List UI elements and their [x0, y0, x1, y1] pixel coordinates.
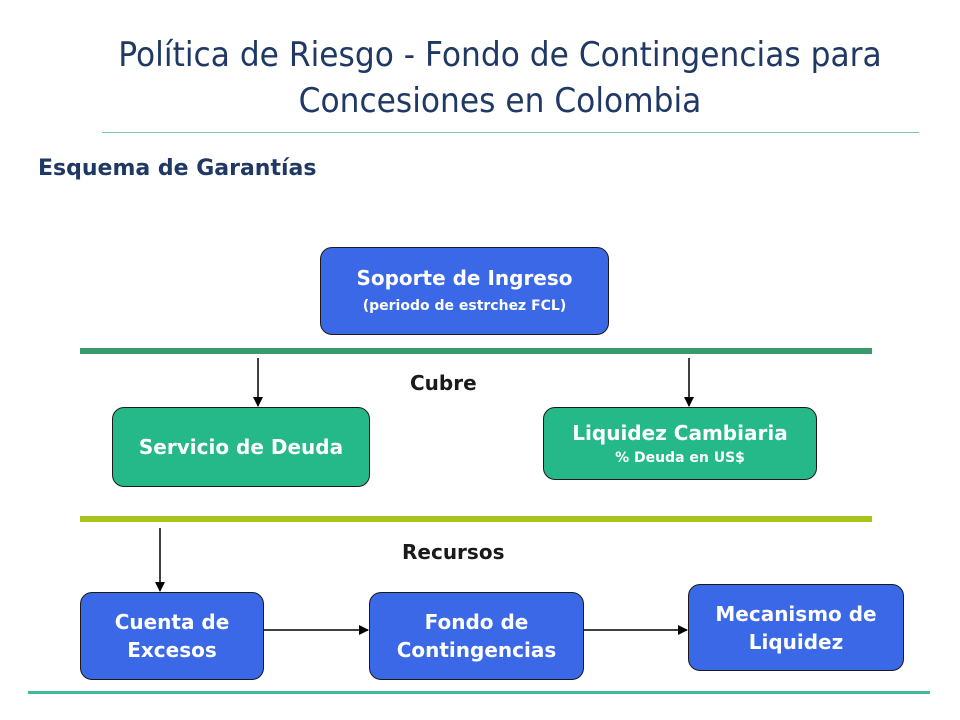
recursos-label: Recursos	[402, 540, 505, 564]
mecanismo-line-1: Mecanismo de	[715, 601, 877, 626]
mecanismo-de-liquidez-box: Mecanismo de Liquidez	[688, 584, 904, 671]
fondo-line-2: Contingencias	[396, 638, 557, 662]
recursos-divider-bar	[80, 516, 872, 522]
servicio-de-deuda-box: Servicio de Deuda	[112, 407, 370, 487]
cuenta-de-excesos-box: Cuenta de Excesos	[80, 592, 264, 680]
cubre-divider-bar	[80, 348, 872, 354]
cubre-label: Cubre	[410, 371, 477, 395]
liquidez-cambiaria-main-label: Liquidez Cambiaria	[572, 420, 788, 445]
title-divider	[102, 132, 919, 133]
fondo-line-1: Fondo de	[424, 610, 529, 634]
liquidez-cambiaria-sub-label: % Deuda en US$	[615, 449, 745, 466]
liquidez-cambiaria-box: Liquidez Cambiaria % Deuda en US$	[543, 407, 817, 480]
fondo-de-contingencias-box: Fondo de Contingencias	[369, 592, 584, 680]
cuenta-line-1: Cuenta de	[114, 610, 230, 634]
title-line-2: Concesiones en Colombia	[298, 81, 702, 121]
footer-divider	[28, 691, 930, 694]
servicio-label: Servicio de Deuda	[138, 435, 344, 459]
soporte-sub-label: (periodo de estrchez FCL)	[362, 298, 567, 314]
mecanismo-line-2: Liquidez	[748, 629, 844, 654]
section-subtitle: Esquema de Garantías	[38, 156, 317, 181]
cuenta-line-2: Excesos	[127, 638, 217, 662]
page-title: Política de Riesgo - Fondo de Contingenc…	[95, 32, 905, 124]
soporte-de-ingreso-box: Soporte de Ingreso (periodo de estrchez …	[320, 247, 609, 335]
soporte-main-label: Soporte de Ingreso	[356, 266, 573, 290]
title-line-1: Política de Riesgo - Fondo de Contingenc…	[118, 35, 882, 75]
